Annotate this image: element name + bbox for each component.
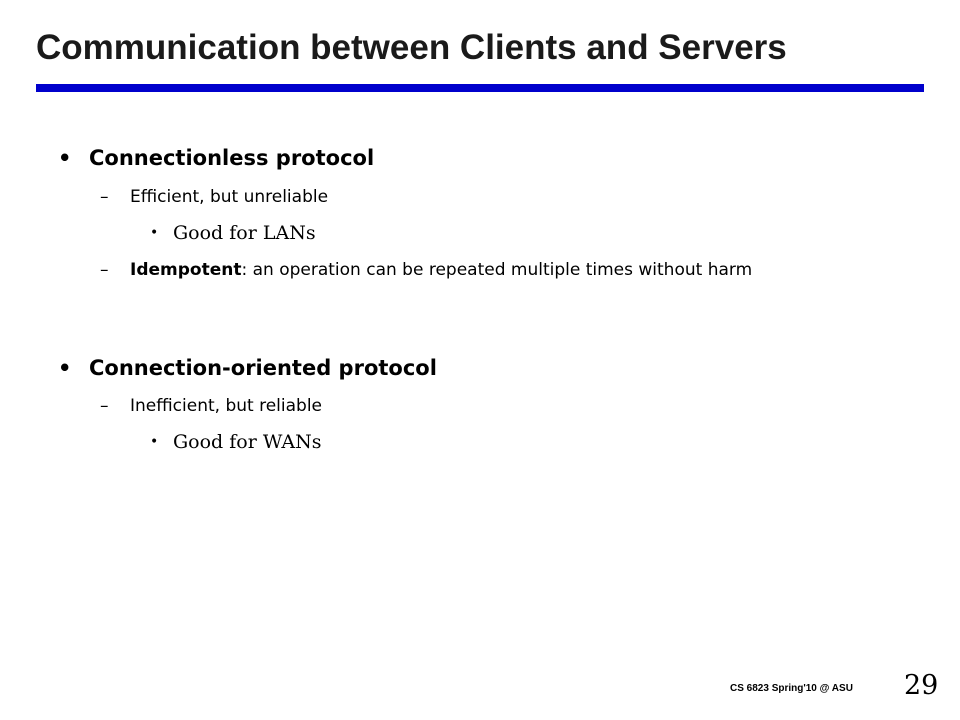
heading-connectionless: Connectionless protocol <box>89 146 375 170</box>
sub-inefficient-text: Inefficient, but reliable <box>130 396 323 416</box>
idempotent-term: Idempotent <box>130 260 242 280</box>
sub-efficient: – Efficient, but unreliable <box>100 186 900 208</box>
bullet-icon: • <box>150 434 159 450</box>
detail-lans-text: Good for LANs <box>173 222 316 244</box>
bullet-connection-oriented: • Connection-oriented protocol <box>58 356 437 380</box>
detail-lans: • Good for LANs <box>150 222 316 244</box>
heading-connection-oriented: Connection-oriented protocol <box>89 356 437 380</box>
slide-title: Communication between Clients and Server… <box>36 28 787 67</box>
sub-efficient-text: Efficient, but unreliable <box>130 187 329 207</box>
dash-icon: – <box>100 187 109 207</box>
dash-icon: – <box>100 260 109 280</box>
page-number: 29 <box>904 670 939 701</box>
sub-idempotent: – Idempotent: an operation can be repeat… <box>100 259 900 281</box>
sub-inefficient: – Inefficient, but reliable <box>100 395 900 417</box>
bullet-icon: • <box>58 356 72 380</box>
dash-icon: – <box>100 396 109 416</box>
bullet-icon: • <box>58 146 72 170</box>
bullet-connectionless: • Connectionless protocol <box>58 146 374 170</box>
title-divider <box>36 84 924 92</box>
idempotent-definition: : an operation can be repeated multiple … <box>241 260 753 280</box>
bullet-icon: • <box>150 225 159 241</box>
course-footer: CS 6823 Spring'10 @ ASU <box>730 683 853 694</box>
detail-wans-text: Good for WANs <box>173 431 322 453</box>
detail-wans: • Good for WANs <box>150 431 322 453</box>
